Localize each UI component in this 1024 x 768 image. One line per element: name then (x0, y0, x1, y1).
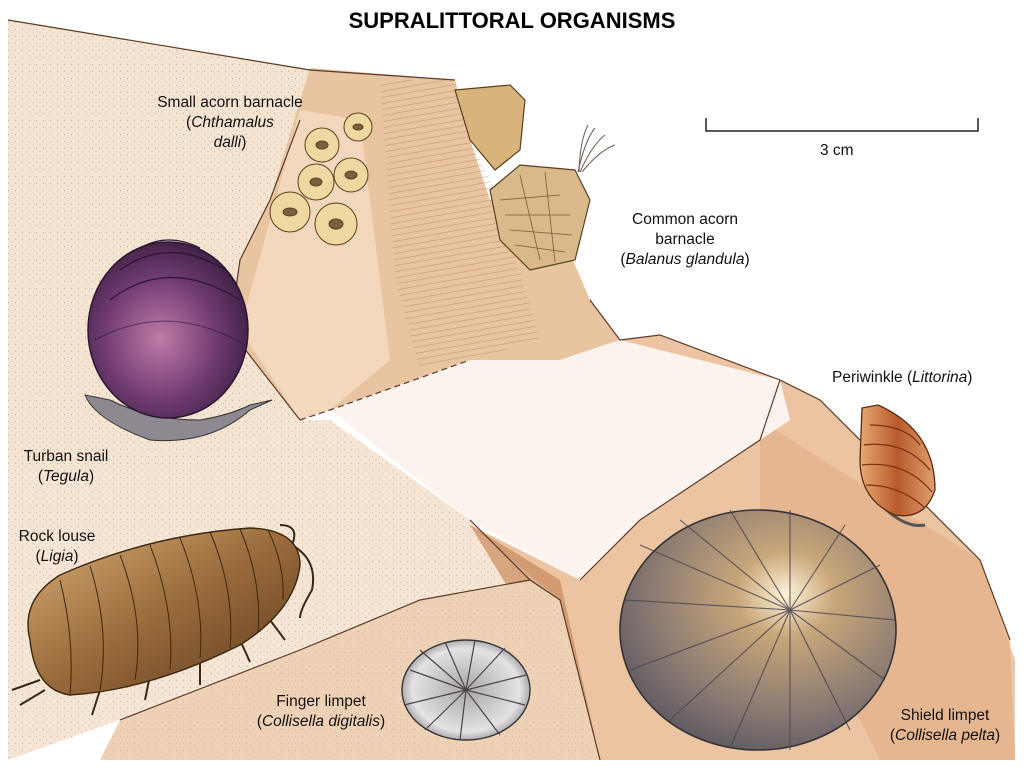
common-name: Turban snail (23, 448, 109, 465)
label-periwinkle: Periwinkle (Littorina) (832, 369, 973, 386)
periwinkle-illustration (859, 404, 936, 528)
label-finger-limpet: Finger limpet (Collisella digitalis) (236, 692, 406, 732)
turban-snail-illustration (84, 239, 273, 442)
page-title: SUPRALITTORAL ORGANISMS (348, 8, 676, 33)
common-name: Rock louse (18, 528, 96, 545)
label-shield-limpet: Shield limpet (Collisella pelta) (872, 706, 1018, 746)
scientific-name: dalli (213, 134, 242, 151)
label-small-acorn-barnacle: Small acorn barnacle (Chthamalus dalli) (130, 93, 330, 153)
scientific-name: Balanus glandula (625, 251, 745, 268)
common-acorn-barnacle-illustration (454, 84, 616, 271)
scientific-name: Littorina (912, 369, 968, 386)
common-name: Periwinkle (832, 369, 903, 386)
rock-louse-illustration (11, 524, 314, 716)
shield-limpet-illustration (619, 509, 897, 751)
scientific-name: Chthamalus (191, 114, 274, 131)
scale-bar-label: 3 cm (820, 142, 854, 159)
scientific-name: Collisella digitalis (261, 713, 381, 730)
label-turban-snail: Turban snail (Tegula) (10, 447, 122, 487)
scientific-name: Collisella pelta (895, 727, 995, 744)
common-name: Shield limpet (900, 707, 990, 724)
common-name: Finger limpet (276, 693, 366, 710)
small-acorn-barnacle-illustration (269, 112, 373, 246)
common-name: Small acorn barnacle (157, 94, 303, 111)
scientific-name: Ligia (40, 548, 74, 565)
finger-limpet-illustration (401, 639, 531, 741)
label-common-acorn-barnacle: Common acorn barnacle (Balanus glandula) (590, 210, 780, 270)
scale-bar (705, 118, 979, 132)
label-rock-louse: Rock louse (Ligia) (4, 527, 110, 567)
common-name: barnacle (655, 231, 715, 248)
common-name: Common acorn (632, 211, 738, 228)
scientific-name: Tegula (43, 468, 89, 485)
